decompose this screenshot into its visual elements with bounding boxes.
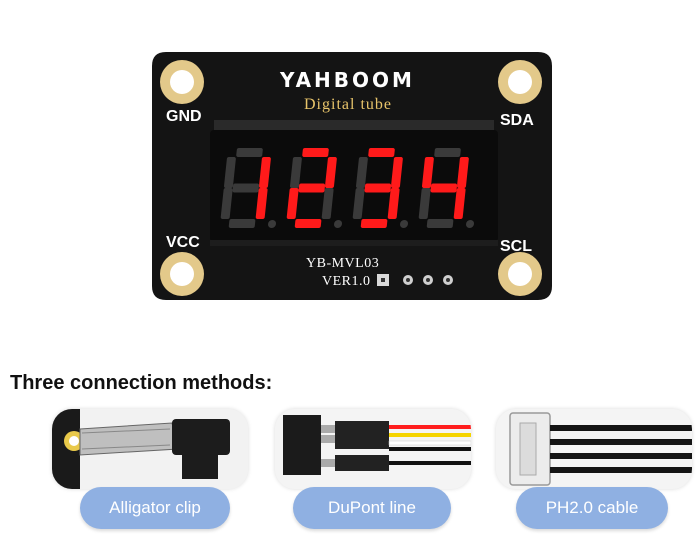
- segment-c: [255, 188, 268, 219]
- alligator-clip-photo: [52, 409, 248, 489]
- segment-d: [360, 219, 388, 228]
- board-subtitle: Digital tube: [304, 96, 392, 113]
- decimal-point: [465, 220, 475, 228]
- mounting-pad-bottom-left: [160, 252, 204, 296]
- dupont-line-photo: [275, 409, 471, 489]
- segment-f: [355, 157, 368, 188]
- segment-b: [258, 157, 271, 188]
- segment-g: [364, 183, 392, 193]
- segment-a: [434, 148, 461, 157]
- segment-f: [421, 157, 434, 188]
- method-card-ph2: PH2.0 cable: [496, 409, 692, 529]
- dupont-line-label: DuPont line: [293, 487, 451, 529]
- segment-f: [289, 157, 302, 188]
- section-heading: Three connection methods:: [10, 372, 273, 394]
- segment-a: [236, 148, 263, 157]
- model-number: YB-MVL03: [306, 256, 380, 271]
- segment-c: [453, 188, 466, 219]
- segment-d: [228, 219, 256, 228]
- segment-d: [294, 219, 322, 228]
- segment-g: [430, 183, 458, 193]
- digit-2: [286, 148, 343, 228]
- mounting-pad-top-left: [160, 60, 204, 104]
- segment-g: [298, 183, 326, 193]
- segment-e: [286, 188, 299, 219]
- method-card-alligator: Alligator clip: [52, 409, 248, 529]
- method-card-dupont: DuPont line: [275, 409, 471, 529]
- ph2-cable-photo: [496, 409, 692, 489]
- ph2-cable-label: PH2.0 cable: [516, 487, 668, 529]
- pin-label-vcc: VCC: [166, 234, 200, 251]
- segment-b: [456, 157, 469, 188]
- segment-b: [390, 157, 403, 188]
- brand-logo: YAHBOOM: [280, 68, 415, 92]
- digit-1: [220, 148, 277, 228]
- decimal-point: [399, 220, 409, 228]
- seven-segment-display: [220, 148, 475, 228]
- segment-d: [426, 219, 454, 228]
- digital-tube-module: GND SDA VCC SCL YAHBOOM Digital tube YB-…: [152, 52, 554, 300]
- pin-label-gnd: GND: [166, 108, 202, 125]
- segment-b: [324, 157, 337, 188]
- pcb-board-graphic: [152, 52, 554, 300]
- decimal-point: [333, 220, 343, 228]
- mounting-pad-top-right: [498, 60, 542, 104]
- segment-g: [232, 183, 260, 193]
- alligator-clip-label: Alligator clip: [80, 487, 230, 529]
- segment-a: [368, 148, 395, 157]
- pin-label-sda: SDA: [500, 112, 534, 129]
- segment-a: [302, 148, 329, 157]
- segment-e: [418, 188, 431, 219]
- segment-f: [223, 157, 236, 188]
- segment-e: [220, 188, 233, 219]
- segment-c: [387, 188, 400, 219]
- segment-e: [352, 188, 365, 219]
- pin-label-scl: SCL: [500, 238, 532, 255]
- decimal-point: [267, 220, 277, 228]
- digit-4: [418, 148, 475, 228]
- mounting-pad-bottom-right: [498, 252, 542, 296]
- segment-c: [321, 188, 334, 219]
- digit-3: [352, 148, 409, 228]
- version-label: VER1.0: [322, 274, 371, 289]
